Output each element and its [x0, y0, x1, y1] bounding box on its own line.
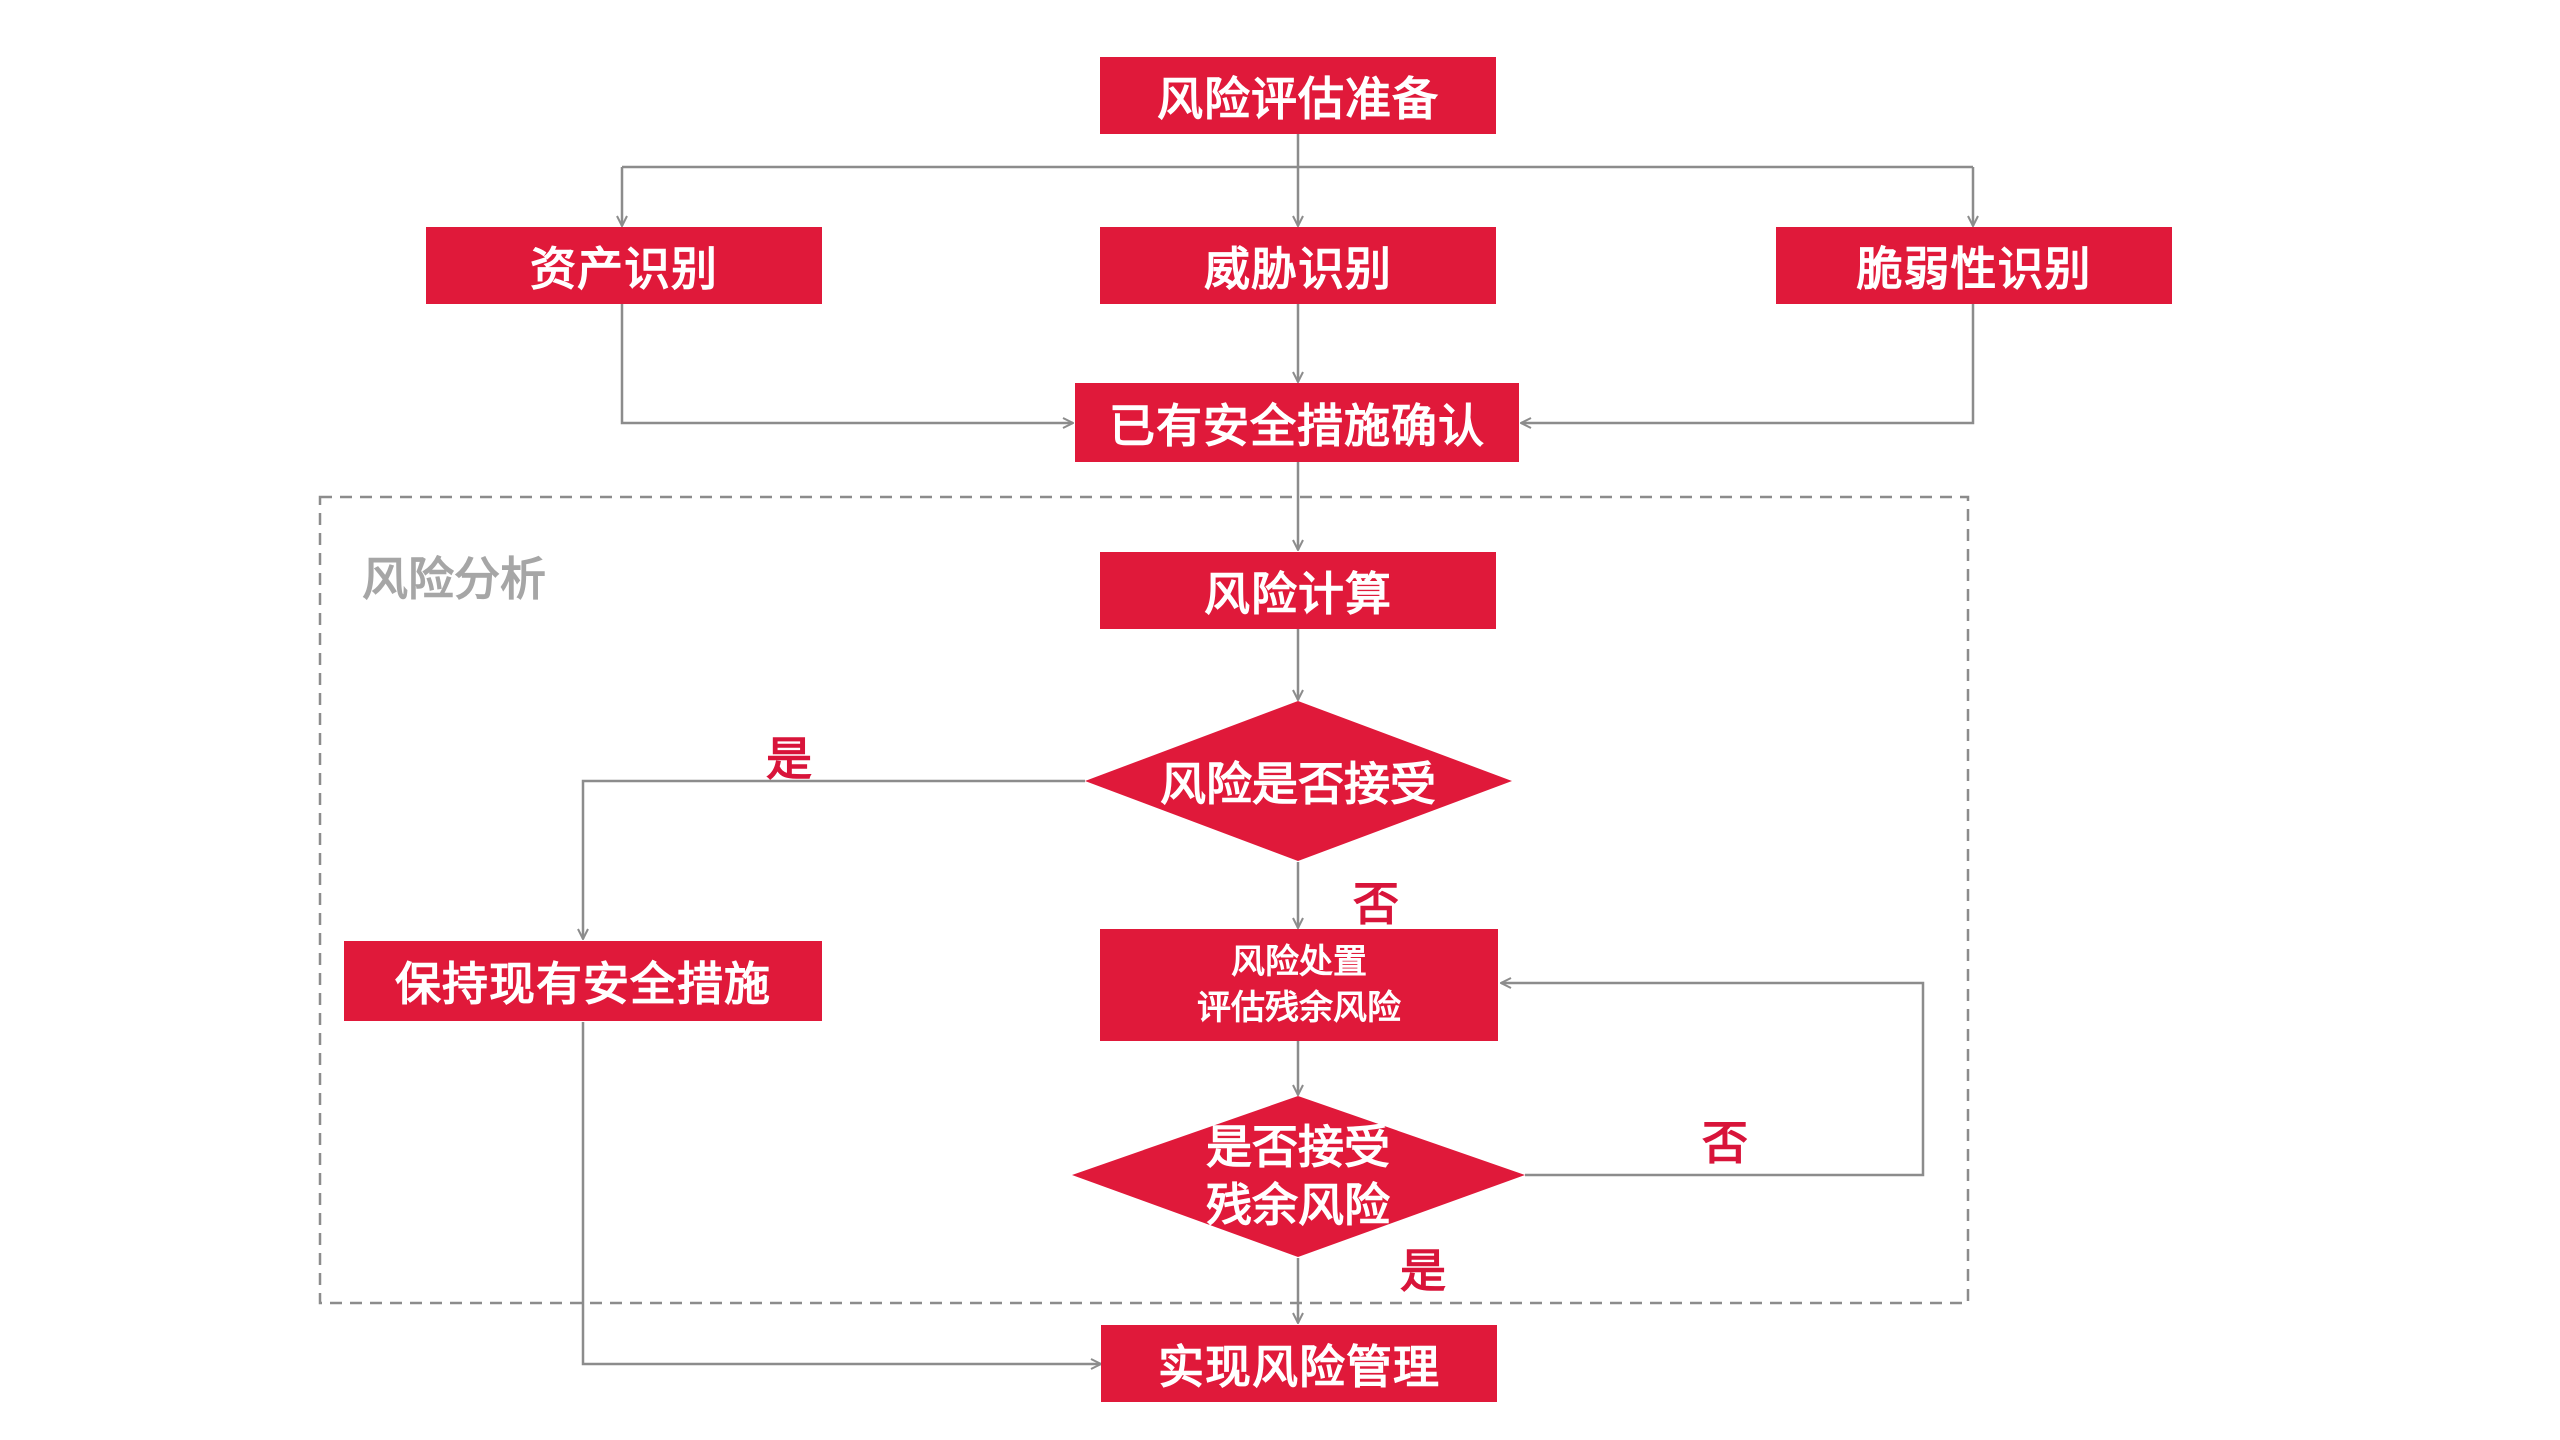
risk-accept-decision-diamond: [1085, 701, 1512, 861]
risk-analysis-group-border: [318, 495, 1970, 1305]
arrow-keep-to-achieve: [581, 1022, 1101, 1364]
arrow-residual-no-to-treat: [1501, 983, 1925, 1177]
accept-yes-label: 是: [766, 732, 812, 786]
risk-analysis-group-title: 风险分析: [362, 552, 546, 606]
arrow-vuln-to-existing: [1521, 304, 1975, 423]
risk-assessment-prep-box: 风险评估准备: [1100, 57, 1496, 134]
vulnerability-identification-box: 脆弱性识别: [1776, 227, 2172, 304]
risk-treatment-label: 风险处置: [1231, 942, 1367, 982]
residual-question-line1: 是否接受: [1206, 1120, 1390, 1174]
threat-identification-box: 威胁识别: [1100, 227, 1496, 304]
residual-risk-evaluation-label: 评估残余风险: [1197, 988, 1401, 1028]
residual-accept-question-label: 是否接受 残余风险: [1110, 1117, 1486, 1235]
residual-question-line2: 残余风险: [1206, 1178, 1390, 1232]
residual-yes-label: 是: [1400, 1244, 1446, 1298]
risk-accept-question-label: 风险是否接受: [1160, 757, 1436, 811]
asset-identification-box: 资产识别: [426, 227, 822, 304]
arrow-asset-to-existing: [620, 304, 1073, 423]
accept-no-label: 否: [1353, 877, 1399, 931]
risk-treatment-box: 风险处置 评估残余风险: [1100, 929, 1498, 1041]
risk-calculation-box: 风险计算: [1100, 552, 1496, 629]
residual-no-label: 否: [1702, 1116, 1748, 1170]
existing-measures-confirmation-box: 已有安全措施确认: [1075, 383, 1519, 462]
keep-existing-measures-box: 保持现有安全措施: [344, 941, 822, 1021]
achieve-risk-management-box: 实现风险管理: [1101, 1325, 1497, 1402]
arrow-accept-yes-to-keep: [583, 779, 1085, 939]
residual-accept-decision-diamond: [1072, 1096, 1525, 1257]
